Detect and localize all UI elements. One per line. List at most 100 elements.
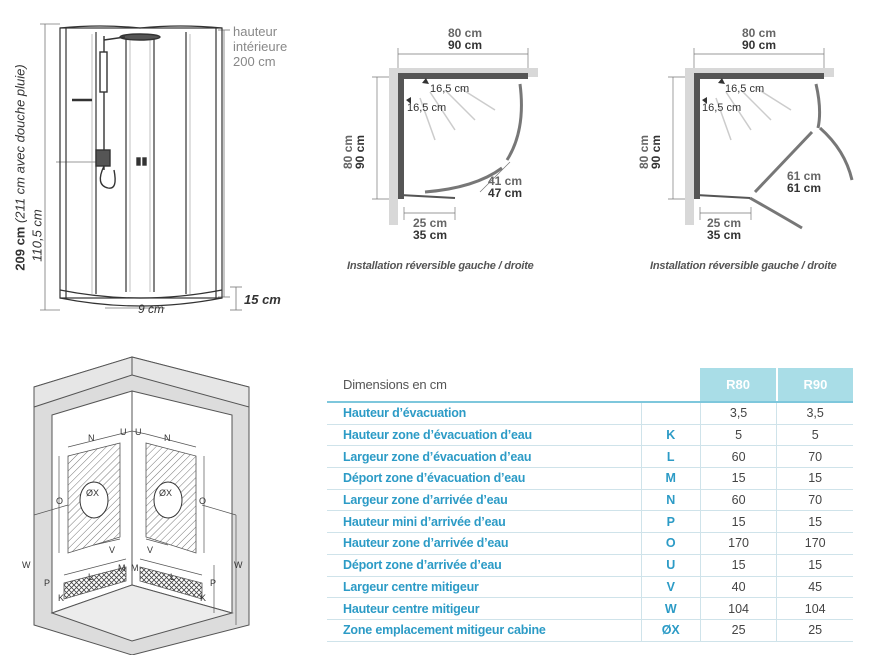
- row-r90: 70: [776, 445, 853, 469]
- front-height-line1: hauteur: [233, 24, 278, 39]
- iso-label-o-right: O: [199, 496, 207, 506]
- iso-label-l-left: L: [88, 572, 94, 582]
- front-height-line3: 200 cm: [233, 54, 276, 69]
- table-row: Hauteur d’évacuation 3,5 3,5: [327, 401, 853, 425]
- plan-right-b2: 35 cm: [706, 228, 742, 242]
- table-row: Hauteur zone d’arrivée d’eau O 170 170: [327, 532, 853, 555]
- plan-left-d1: 41 cm: [488, 174, 523, 188]
- plan-right-d2: 61 cm: [787, 181, 822, 195]
- iso-label-n-left: N: [88, 433, 95, 443]
- row-code: [641, 401, 701, 425]
- table-title: Dimensions en cm: [327, 368, 642, 403]
- iso-label-v-left: V: [109, 545, 116, 555]
- row-r80: 25: [700, 619, 778, 642]
- row-r90: 104: [776, 597, 853, 620]
- dimensions-table: Dimensions en cm R80 R90 Hauteur d’évacu…: [327, 368, 853, 642]
- row-r90: 3,5: [776, 401, 853, 425]
- row-label: Hauteur zone d’arrivée d’eau: [327, 532, 642, 555]
- iso-label-ox-left: ØX: [86, 488, 100, 498]
- front-15-text: 15 cm: [244, 292, 281, 307]
- row-r90: 170: [776, 532, 853, 555]
- row-code: N: [641, 489, 701, 512]
- table-row: Hauteur zone d’évacuation d’eau K 5 5: [327, 424, 853, 447]
- plan-left-inner1: 16,5 cm: [430, 83, 470, 95]
- front-9-text: 9 cm: [138, 302, 165, 316]
- isometric-installation-drawing: [33, 356, 250, 655]
- plan-left-inner2: 16,5 cm: [407, 102, 447, 114]
- plan-right-inner2: 16,5 cm: [702, 102, 742, 114]
- row-code: W: [641, 597, 701, 620]
- table-row: Largeur centre mitigeur V 40 45: [327, 576, 853, 599]
- iso-label-k-right: K: [200, 593, 207, 603]
- plan-left-d2: 47 cm: [488, 186, 523, 200]
- table-row: Déport zone d’arrivée d’eau U 15 15: [327, 554, 853, 577]
- iso-label-u-right: U: [135, 427, 142, 437]
- front-total-bold: 209 cm: [12, 226, 28, 271]
- plan-right-caption: Installation réversible gauche / droite: [650, 260, 837, 272]
- row-r80: 170: [700, 532, 778, 555]
- row-r90: 70: [776, 489, 853, 512]
- iso-label-k-left: K: [58, 593, 65, 603]
- plan-left-height: 80 cm 90 cm: [341, 122, 367, 182]
- front-1105-text: 110,5 cm: [29, 209, 45, 262]
- plan-left-h2: 90 cm: [353, 134, 367, 170]
- plan-right-b1: 25 cm: [706, 216, 742, 230]
- table-header-r80: R80: [700, 368, 778, 403]
- plan-left-door: 41 cm 47 cm: [488, 175, 522, 199]
- row-code: M: [641, 467, 701, 490]
- row-r90: 45: [776, 576, 853, 599]
- row-label: Zone emplacement mitigeur cabine: [327, 619, 642, 642]
- row-r90: 15: [776, 554, 853, 577]
- row-r90: 15: [776, 510, 853, 534]
- row-r80: 15: [700, 467, 778, 490]
- plan-right-w1: 80 cm: [741, 26, 777, 40]
- iso-label-m-right: M: [131, 563, 139, 573]
- plan-right-height: 80 cm 90 cm: [637, 122, 663, 182]
- row-label: Hauteur d’évacuation: [327, 401, 642, 425]
- plan-left-b1: 25 cm: [412, 216, 448, 230]
- row-r80: 3,5: [700, 401, 778, 425]
- front-15-label: 15 cm: [244, 292, 281, 307]
- iso-label-w-left: W: [22, 560, 31, 570]
- row-label: Largeur centre mitigeur: [327, 576, 642, 599]
- row-label: Hauteur mini d’arrivée d’eau: [327, 510, 642, 534]
- plan-right-drawing: [668, 48, 854, 230]
- row-code: U: [641, 554, 701, 577]
- row-r80: 104: [700, 597, 778, 620]
- table-row: Hauteur centre mitigeur W 104 104: [327, 597, 853, 620]
- table-row: Largeur zone d’arrivée d’eau N 60 70: [327, 489, 853, 512]
- plan-left-w2: 90 cm: [447, 38, 483, 52]
- plan-right-w2: 90 cm: [741, 38, 777, 52]
- iso-label-u-left: U: [120, 427, 127, 437]
- row-r80: 60: [700, 445, 778, 469]
- front-1105-label: 110,5 cm: [30, 196, 45, 276]
- plan-right-door: 61 cm 61 cm: [787, 170, 821, 194]
- plan-right-inner1: 16,5 cm: [725, 83, 765, 95]
- row-code: P: [641, 510, 701, 534]
- iso-label-l-right: L: [170, 572, 176, 582]
- row-r80: 60: [700, 489, 778, 512]
- row-code: L: [641, 445, 701, 469]
- row-label: Déport zone d’évacuation d’eau: [327, 467, 642, 490]
- row-label: Largeur zone d’évacuation d’eau: [327, 445, 642, 469]
- table-row: Zone emplacement mitigeur cabine ØX 25 2…: [327, 619, 853, 642]
- plan-right-width: 80 cm 90 cm: [734, 27, 784, 51]
- row-code: V: [641, 576, 701, 599]
- plan-left-w1: 80 cm: [447, 26, 483, 40]
- plan-left-width: 80 cm 90 cm: [440, 27, 490, 51]
- row-label: Largeur zone d’arrivée d’eau: [327, 489, 642, 512]
- row-r80: 15: [700, 554, 778, 577]
- iso-label-w-right: W: [234, 560, 243, 570]
- row-r80: 40: [700, 576, 778, 599]
- iso-label-p-right: P: [210, 578, 217, 588]
- row-label: Hauteur zone d’évacuation d’eau: [327, 424, 642, 447]
- plan-right-h2: 90 cm: [649, 134, 663, 170]
- plan-right-d1: 61 cm: [787, 169, 822, 183]
- front-9-label: 9 cm: [138, 302, 164, 316]
- iso-label-p-left: P: [44, 578, 51, 588]
- front-total-height-label: 209 cm (211 cm avec douche pluie): [13, 53, 28, 283]
- iso-label-m-left: M: [118, 563, 126, 573]
- front-height-label: hauteur intérieure 200 cm: [233, 24, 287, 69]
- front-height-line2: intérieure: [233, 39, 288, 54]
- row-r90: 5: [776, 424, 853, 447]
